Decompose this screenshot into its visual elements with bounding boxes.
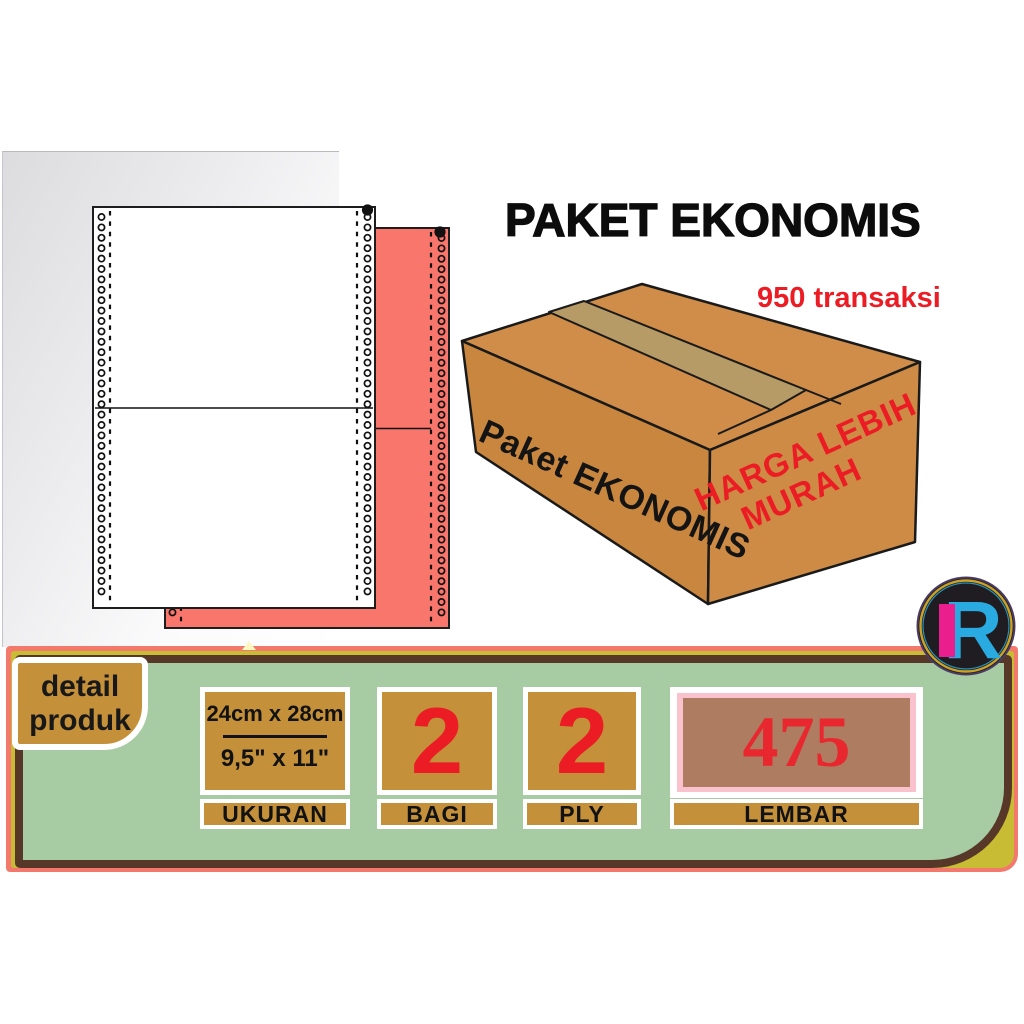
white-sheet-pin [361,204,374,216]
spec-lembar-label: LEMBAR [670,799,923,829]
lembar-pink-frame: 475 [677,693,916,792]
box-left-face [460,339,712,606]
box-side-label: Paket EKONOMIS [474,413,756,568]
size-metric: 24cm x 28cm [206,701,344,726]
pink-sheet-pin [434,226,446,238]
carton-box: Paket EKONOMIS HARGA LEBIH MURAH [460,282,922,606]
detail-produk-tab: detail produk [12,657,148,750]
transaction-count: 950 transaksi [757,282,941,314]
spec-ukuran-value: 24cm x 28cm 9,5" x 11" [200,687,350,795]
spec-ply-value: 2 [523,687,641,795]
ply-number: 2 [555,688,609,793]
gradient-backdrop [2,151,339,647]
detail-panel: detail produk 24cm x 28cm 9,5" x 11" UKU… [6,641,1018,872]
spec-bagi-label: BAGI [377,799,497,829]
box-promo-line1: HARGA LEBIH [689,385,922,518]
spec-lembar-value: 475 [670,687,923,798]
box-tape [548,300,807,411]
tab-line2: produk [29,703,131,737]
tab-line1: detail [40,669,120,703]
spec-bagi-value: 2 [377,687,497,795]
bagi-number: 2 [410,688,464,793]
size-divider [223,735,327,738]
border-notch [242,641,256,650]
page-title: PAKET EKONOMIS [504,193,921,246]
box-right-face [706,360,922,606]
pink-sheet-perforation-right [437,234,446,617]
box-promo-line2: MURAH [735,450,867,537]
spec-ply-label: PLY [523,799,641,829]
size-imperial: 9,5" x 11" [220,745,330,772]
white-sheet-perforation-right [363,213,372,596]
lembar-number: 475 [683,698,910,787]
box-flap-seam [717,389,842,435]
spec-ukuran-label: UKURAN [200,799,350,829]
